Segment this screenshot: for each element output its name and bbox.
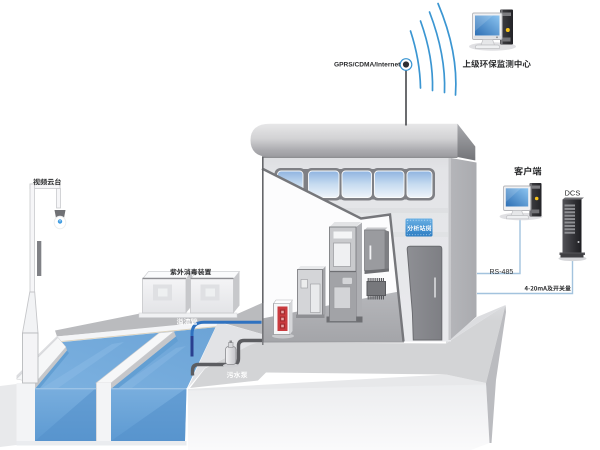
svg-text:DCS: DCS: [565, 189, 581, 198]
svg-text:RS-485: RS-485: [490, 269, 514, 276]
svg-text:GPRS/CDMA/Internet: GPRS/CDMA/Internet: [334, 62, 401, 69]
